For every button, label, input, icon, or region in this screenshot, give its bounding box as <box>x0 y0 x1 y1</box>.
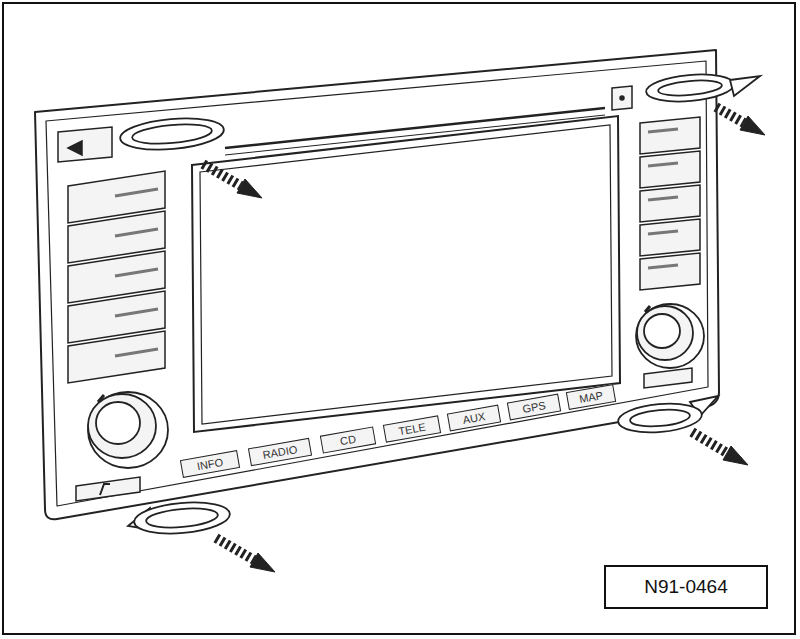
right-preset-buttons <box>640 117 700 290</box>
left-knob <box>98 395 104 402</box>
right-button-marks <box>648 129 678 132</box>
left-button-marks <box>115 309 158 316</box>
release-tool <box>145 506 218 530</box>
right-knob <box>645 306 650 312</box>
right-button-marks <box>648 265 678 268</box>
button-label: RADIO <box>262 443 298 461</box>
mode-button: TELE <box>383 415 441 442</box>
small-function-buttons <box>644 368 692 388</box>
right-button-marks <box>648 163 678 166</box>
button-label: INFO <box>196 456 224 472</box>
figure-number: N91-0464 <box>644 576 727 598</box>
release-tool <box>617 400 703 435</box>
small-button <box>612 86 632 110</box>
display-screen <box>192 116 620 432</box>
eject-button <box>58 127 112 162</box>
eject-button <box>58 127 112 162</box>
direction-arrow <box>203 164 241 186</box>
right-knob <box>637 306 693 360</box>
small-function-buttons <box>100 484 110 495</box>
left-knob <box>88 394 156 458</box>
button-label: TELE <box>397 421 426 438</box>
small-button <box>612 86 632 110</box>
release-tool <box>131 122 212 147</box>
left-button-marks <box>115 189 158 196</box>
release-tool <box>119 115 225 154</box>
mode-button: AUX <box>447 405 501 432</box>
button-label: MAP <box>578 389 604 405</box>
cd-slot <box>225 108 605 148</box>
left-button-marks <box>115 269 158 276</box>
right-knob <box>636 304 704 368</box>
right-preset-buttons <box>640 151 700 188</box>
right-preset-buttons <box>640 117 700 154</box>
left-button-marks <box>115 229 158 236</box>
button-label: GPS <box>522 399 547 415</box>
figure-number-box: N91-0464 <box>604 565 768 609</box>
direction-arrow <box>716 107 744 123</box>
left-knob <box>88 392 168 468</box>
right-preset-buttons <box>640 219 700 256</box>
small-function-buttons <box>76 368 692 501</box>
right-button-marks <box>648 129 678 268</box>
left-button-marks <box>115 349 158 356</box>
left-knob <box>88 392 168 468</box>
mode-button: RADIO <box>248 438 312 466</box>
right-button-marks <box>648 197 678 200</box>
release-tool <box>658 78 723 98</box>
cd-slot <box>225 115 605 155</box>
button-label: AUX <box>462 410 486 426</box>
right-knob <box>644 314 680 348</box>
left-preset-buttons <box>68 171 165 383</box>
release-tool <box>629 407 690 428</box>
left-button-marks <box>115 189 158 356</box>
right-preset-buttons <box>640 253 700 290</box>
release-tool <box>730 76 760 96</box>
left-knob <box>96 402 140 444</box>
right-preset-buttons <box>640 185 700 222</box>
direction-arrow <box>690 420 727 453</box>
direction-arrow <box>216 538 254 560</box>
direction-arrow <box>237 179 262 198</box>
direction-arrow <box>740 116 765 135</box>
direction-arrow <box>250 553 275 572</box>
button-label: CD <box>339 433 357 448</box>
cd-slot <box>225 108 605 155</box>
mode-button: GPS <box>507 394 561 421</box>
display-screen <box>200 125 612 424</box>
right-button-marks <box>648 231 678 234</box>
display-screen <box>192 116 620 432</box>
eject-button <box>68 141 82 155</box>
small-button <box>620 96 624 100</box>
mode-button: CD <box>320 426 376 453</box>
right-knob <box>636 304 704 368</box>
small-function-buttons <box>76 477 140 501</box>
release-tool <box>133 499 231 537</box>
faceplate <box>46 61 708 506</box>
direction-arrow <box>723 446 748 465</box>
left-preset-buttons <box>68 331 165 383</box>
direction-arrow <box>692 432 727 453</box>
release-tool <box>645 71 735 105</box>
mode-button: INFO <box>180 450 240 478</box>
release-tool <box>119 71 760 537</box>
mode-button: MAP <box>566 384 616 410</box>
faceplate <box>35 50 719 519</box>
direction-arrow <box>203 107 765 572</box>
faceplate <box>35 50 719 519</box>
